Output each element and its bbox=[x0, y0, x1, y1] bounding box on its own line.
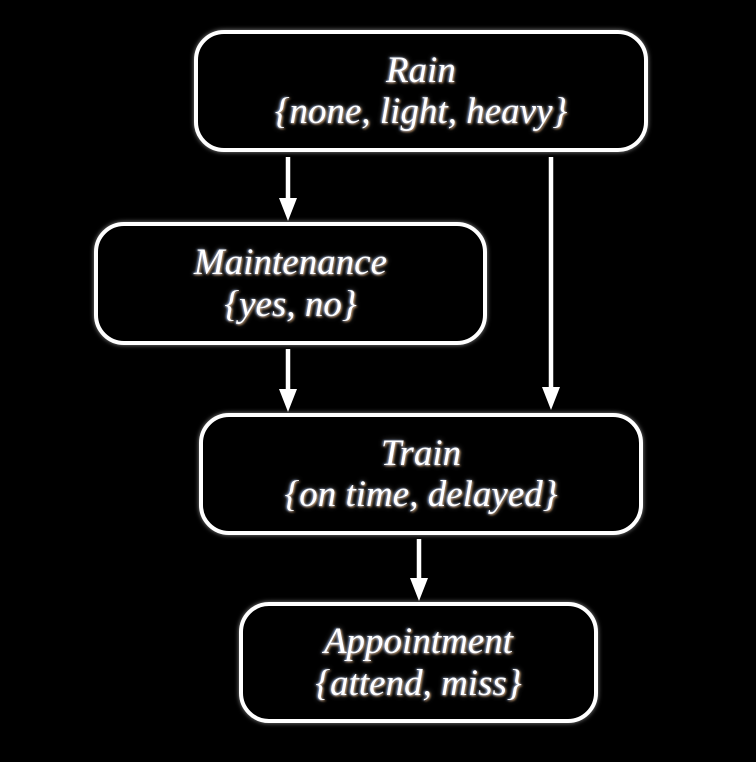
node-maintenance[interactable]: Maintenance {yes, no} bbox=[94, 222, 487, 345]
node-appointment[interactable]: Appointment {attend, miss} bbox=[239, 602, 598, 723]
node-maintenance-label: Maintenance bbox=[193, 242, 388, 284]
node-maintenance-states: {yes, no} bbox=[224, 283, 357, 325]
node-train-states: {on time, delayed} bbox=[284, 474, 558, 515]
edge-rain-to-maintenance bbox=[279, 157, 297, 221]
node-rain[interactable]: Rain {none, light, heavy} bbox=[194, 30, 648, 152]
node-rain-states: {none, light, heavy} bbox=[274, 91, 568, 132]
node-rain-label: Rain bbox=[386, 49, 456, 91]
node-appointment-states: {attend, miss} bbox=[315, 662, 522, 704]
node-appointment-label: Appointment bbox=[323, 621, 514, 663]
edge-train-to-appointment bbox=[410, 539, 428, 601]
edge-maintenance-to-train bbox=[279, 349, 297, 412]
edge-rain-to-train bbox=[542, 157, 560, 410]
node-train[interactable]: Train {on time, delayed} bbox=[199, 413, 643, 535]
node-train-label: Train bbox=[380, 432, 462, 474]
